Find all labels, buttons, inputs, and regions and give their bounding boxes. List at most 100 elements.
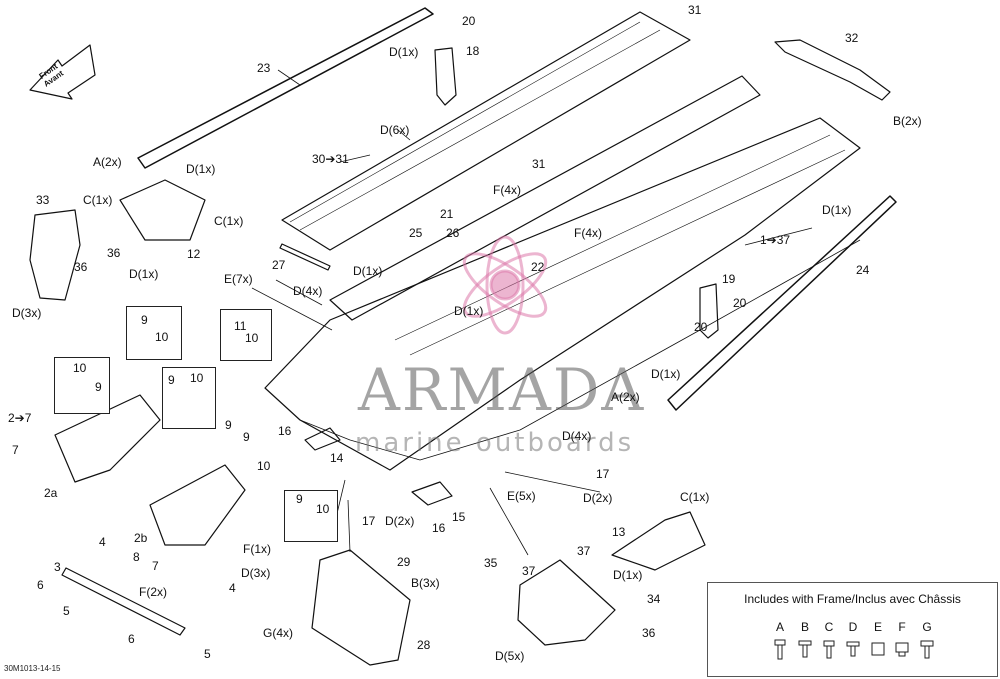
callout: D(3x) (12, 306, 42, 320)
cooler-28 (311, 549, 411, 666)
legend-item-g: G (922, 620, 932, 634)
callout: 26 (446, 226, 460, 240)
callout: A(2x) (93, 155, 122, 169)
bolt-c-icon (823, 640, 835, 659)
callout: D(1x) (353, 264, 383, 278)
callout: D(1x) (822, 203, 852, 217)
tunnel-side-panel (329, 75, 761, 321)
callout: 20 (733, 296, 747, 310)
callout: D(2x) (583, 491, 613, 505)
part-15 (411, 481, 453, 506)
bracket-32 (774, 39, 891, 101)
callout: 6 (37, 578, 44, 592)
callout: 37 (577, 544, 591, 558)
callout: 29 (397, 555, 411, 569)
hardware-box-9-10-bottom (284, 490, 338, 542)
callout: D(4x) (562, 429, 592, 443)
callout: 32 (845, 31, 859, 45)
callout: D(1x) (186, 162, 216, 176)
callout: 7 (12, 443, 19, 457)
legend-item-f: F (898, 620, 906, 634)
callout: 37 (522, 564, 536, 578)
legend-item-e: E (873, 620, 882, 634)
front-arrow-icon (29, 44, 96, 100)
rail-23 (137, 7, 434, 169)
callout: D(1x) (613, 568, 643, 582)
callout: 10 (73, 361, 87, 375)
callout: 27 (272, 258, 286, 272)
part-2a (54, 394, 161, 483)
callout: F(4x) (574, 226, 602, 240)
callout: D(2x) (385, 514, 415, 528)
callout: 3 (54, 560, 61, 574)
callout: 20 (694, 320, 708, 334)
part-12 (119, 179, 206, 241)
part-14 (304, 427, 341, 451)
callout: 12 (187, 247, 201, 261)
callout: E(7x) (224, 272, 253, 286)
callout: 2a (44, 486, 58, 500)
bracket-19 (699, 283, 719, 339)
callout: 19 (722, 272, 736, 286)
callout: 30➔31 (312, 152, 349, 166)
reference-code: 30M1013-14-15 (4, 664, 61, 673)
callout: 36 (107, 246, 121, 260)
included-hardware-legend: Includes with Frame/Inclus avec Châssis … (707, 582, 998, 677)
callout: 10 (190, 371, 204, 385)
callout: 24 (856, 263, 870, 277)
callout: 7 (152, 559, 159, 573)
callout: 9 (95, 380, 102, 394)
screw-g-icon (920, 640, 934, 659)
callout: 5 (63, 604, 70, 618)
callout: 14 (330, 451, 344, 465)
callout: 31 (532, 157, 546, 171)
callout: B(3x) (411, 576, 440, 590)
callout: 17 (362, 514, 376, 528)
hardware-box-9-10-middle (162, 367, 216, 429)
callout: D(1x) (651, 367, 681, 381)
callout: 31 (688, 3, 702, 17)
callout: 13 (612, 525, 626, 539)
part-13 (611, 511, 706, 571)
callout: 15 (452, 510, 466, 524)
callout: 6 (128, 632, 135, 646)
callout: 9 (168, 373, 175, 387)
chassis-tunnel (264, 117, 861, 471)
callout: 8 (133, 550, 140, 564)
callout: A(2x) (611, 390, 640, 404)
callout: 2b (134, 531, 148, 545)
hardware-box-10-9-left (54, 357, 110, 414)
legend-item-b: B (800, 620, 809, 634)
callout: 10 (245, 331, 259, 345)
callout: B(2x) (893, 114, 922, 128)
callout: 17 (596, 467, 610, 481)
callout: D(1x) (389, 45, 419, 59)
callout: 4 (229, 581, 236, 595)
rivet-d-icon (846, 641, 860, 657)
tunnel-top-panel (281, 11, 691, 251)
callout: 16 (432, 521, 446, 535)
callout: 18 (466, 44, 480, 58)
callout: C(1x) (214, 214, 244, 228)
callout: 10 (155, 330, 169, 344)
callout: C(1x) (680, 490, 710, 504)
callout: D(4x) (293, 284, 323, 298)
callout: 10 (257, 459, 271, 473)
callout: F(4x) (493, 183, 521, 197)
watermark-logo (462, 235, 548, 335)
callout: 22 (531, 260, 545, 274)
part-2b (149, 464, 246, 546)
callout: 36 (74, 260, 88, 274)
callout: 25 (409, 226, 423, 240)
callout: F(2x) (139, 585, 167, 599)
callout: 11 (234, 319, 247, 333)
callout: F(1x) (243, 542, 271, 556)
nut-f-icon (895, 642, 909, 657)
watermark-brand: ARMADA (358, 356, 646, 424)
part-33 (29, 209, 81, 301)
callout: 23 (257, 61, 271, 75)
callout: D(1x) (129, 267, 159, 281)
callout: D(5x) (495, 649, 525, 663)
legend-title: Includes with Frame/Inclus avec Châssis (744, 592, 961, 606)
